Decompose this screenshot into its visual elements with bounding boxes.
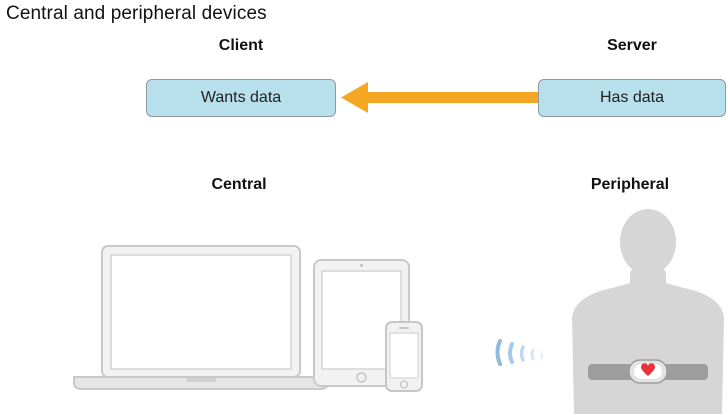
central-label: Central (211, 176, 267, 193)
server-box-text: Has data (599, 89, 665, 106)
person-icon (572, 209, 724, 414)
phone-icon (385, 321, 423, 392)
laptop-icon (73, 245, 329, 390)
client-box: Wants data (146, 79, 336, 117)
signal-waves-icon (495, 339, 544, 366)
peripheral-label: Peripheral (590, 176, 670, 193)
data-flow-arrow (341, 82, 538, 113)
client-box-text: Wants data (200, 89, 282, 106)
server-label: Server (607, 37, 657, 54)
page-title: Central and peripheral devices (6, 3, 267, 24)
heart-icon (641, 363, 655, 376)
server-box: Has data (538, 79, 726, 117)
client-label: Client (218, 37, 264, 54)
